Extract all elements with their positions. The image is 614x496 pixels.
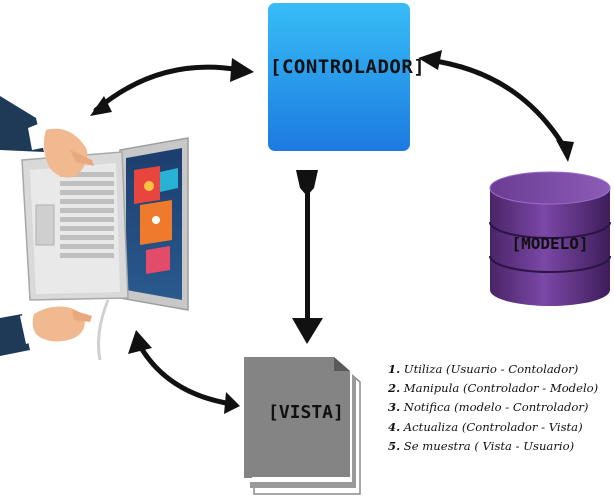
view-document-stack [244, 357, 361, 495]
step-number: 3. [388, 400, 401, 415]
arrow-controller-model [418, 50, 574, 162]
step-text: Se muestra ( Vista - Usuario) [400, 438, 575, 453]
arrow-controller-to-view [292, 170, 323, 344]
step-text: Notifica (modelo - Controlador) [400, 400, 589, 415]
step-number: 5. [388, 438, 401, 453]
step-item: 5. Se muestra ( Vista - Usuario) [388, 437, 598, 456]
arrow-view-to-user [128, 330, 240, 414]
step-number: 2. [388, 381, 401, 396]
step-text: Utiliza (Usuario - Contolador) [400, 362, 579, 376]
step-number: 4. [388, 419, 401, 434]
step-item: 3. Notifica (modelo - Controlador) [388, 398, 598, 417]
step-text: Manipula (Controlador - Modelo) [400, 381, 599, 396]
steps-list: 1. Utiliza (Usuario - Contolador) 2. Man… [388, 360, 598, 456]
model-database-icon [489, 171, 611, 306]
step-item: 4. Actualiza (Controlador - Vista) [388, 418, 598, 437]
step-text: Actualiza (Controlador - Vista) [400, 419, 583, 434]
controller-label: [CONTROLADOR] [270, 56, 426, 78]
arrow-user-to-controller [90, 58, 254, 116]
controller-box [268, 3, 410, 151]
view-label: [VISTA] [268, 402, 344, 423]
user-laptop-illustration [0, 96, 189, 361]
step-item: 1. Utiliza (Usuario - Contolador) [388, 360, 598, 379]
step-item: 2. Manipula (Controlador - Modelo) [388, 379, 598, 398]
model-label: [MODELO] [511, 234, 589, 253]
step-number: 1. [388, 362, 401, 376]
